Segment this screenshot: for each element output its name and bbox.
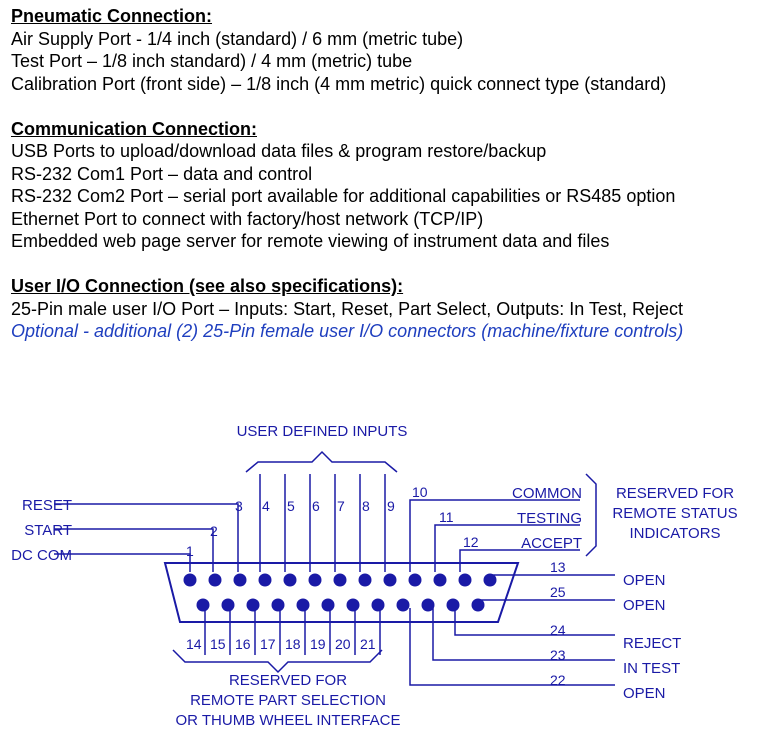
communication-line: RS-232 Com1 Port – data and control <box>11 163 313 184</box>
pin-5 <box>283 573 297 587</box>
start-label: START <box>24 522 72 539</box>
pin-number: 14 <box>186 636 202 652</box>
pin-number: 23 <box>550 647 566 663</box>
pin-15 <box>221 598 235 612</box>
userio-heading: User I/O Connection (see also specificat… <box>11 276 404 296</box>
pin-23 <box>421 598 435 612</box>
pin-9 <box>383 573 397 587</box>
reserved-status-label: RESERVED FOR <box>616 485 734 502</box>
pin-number: 10 <box>412 484 428 500</box>
pin-8 <box>358 573 372 587</box>
connections-text: Pneumatic Connection: Air Supply Port - … <box>11 5 761 343</box>
pin-21 <box>371 598 385 612</box>
pin-number: 5 <box>287 498 295 514</box>
pin-number: 24 <box>550 622 566 638</box>
testing-label: TESTING <box>517 510 582 527</box>
reserved-part-label: REMOTE PART SELECTION <box>190 692 386 709</box>
pin-number: 18 <box>285 636 301 652</box>
userio-optional-line: Optional - additional (2) 25-Pin female … <box>11 321 684 341</box>
pneumatic-line: Calibration Port (front side) – 1/8 inch… <box>11 73 667 94</box>
pneumatic-line: Air Supply Port - 1/4 inch (standard) / … <box>11 28 464 49</box>
pin-number: 16 <box>235 636 251 652</box>
communication-line: Embedded web page server for remote view… <box>11 231 610 251</box>
communication-line: RS-232 Com2 Port – serial port available… <box>11 186 676 206</box>
pin-22 <box>396 598 410 612</box>
pin-25-output-label: OPEN <box>623 597 666 614</box>
pin-number: 2 <box>210 523 218 539</box>
pneumatic-line: Test Port – 1/8 inch standard) / 4 mm (m… <box>11 51 413 71</box>
in-test-label: IN TEST <box>623 660 680 677</box>
pin-17 <box>271 598 285 612</box>
userio-line: 25-Pin male user I/O Port – Inputs: Star… <box>11 298 683 319</box>
pin-20 <box>346 598 360 612</box>
pneumatic-heading: Pneumatic Connection: <box>11 6 213 26</box>
pin-number: 25 <box>550 584 566 600</box>
pin-16 <box>246 598 260 612</box>
accept-label: ACCEPT <box>521 535 582 552</box>
pin-14 <box>196 598 210 612</box>
pin-12 <box>458 573 472 587</box>
pin-number: 9 <box>387 498 395 514</box>
pin-number: 1 <box>186 543 194 559</box>
pin-13 <box>483 573 497 587</box>
reject-label: REJECT <box>623 635 681 652</box>
pin-11 <box>433 573 447 587</box>
pin-18 <box>296 598 310 612</box>
pin-row-top <box>183 573 497 587</box>
pin-24 <box>446 598 460 612</box>
communication-heading: Communication Connection: <box>11 118 257 139</box>
pin-3 <box>233 573 247 587</box>
reset-label: RESET <box>22 497 72 514</box>
reserved-status-label: REMOTE STATUS <box>612 505 737 522</box>
pin-2 <box>208 573 222 587</box>
pin-10 <box>408 573 422 587</box>
pin-number: 3 <box>235 498 243 514</box>
pin-1 <box>183 573 197 587</box>
pin-number: 4 <box>262 498 270 514</box>
pin-number: 22 <box>550 672 566 688</box>
pin-6 <box>308 573 322 587</box>
pin-number: 12 <box>463 534 479 550</box>
pin-22-output-label: OPEN <box>623 685 666 702</box>
pin-number: 7 <box>337 498 345 514</box>
pin-number: 20 <box>335 636 351 652</box>
communication-line: Ethernet Port to connect with factory/ho… <box>11 208 484 229</box>
pin-number: 21 <box>360 636 376 652</box>
pin-number: 6 <box>312 498 320 514</box>
pin-4 <box>258 573 272 587</box>
common-label: COMMON <box>512 485 582 502</box>
pin-19 <box>321 598 335 612</box>
pin-number: 17 <box>260 636 276 652</box>
dc-com-label: DC COM <box>11 547 72 564</box>
communication-line: USB Ports to upload/download data files … <box>11 141 547 161</box>
pin-number: 8 <box>362 498 370 514</box>
reserved-part-label: OR THUMB WHEEL INTERFACE <box>175 712 400 729</box>
pin-13-output-label: OPEN <box>623 572 666 589</box>
pin-number: 19 <box>310 636 326 652</box>
pin-25 <box>471 598 485 612</box>
pin-row-bottom <box>196 598 485 612</box>
pin-number: 11 <box>439 509 454 525</box>
reserved-part-label: RESERVED FOR <box>229 672 347 689</box>
reserved-status-label: INDICATORS <box>629 525 720 542</box>
pin-number: 15 <box>210 636 226 652</box>
pin-number: 13 <box>550 559 566 575</box>
pin-7 <box>333 573 347 587</box>
user-defined-inputs-label: USER DEFINED INPUTS <box>237 423 408 440</box>
